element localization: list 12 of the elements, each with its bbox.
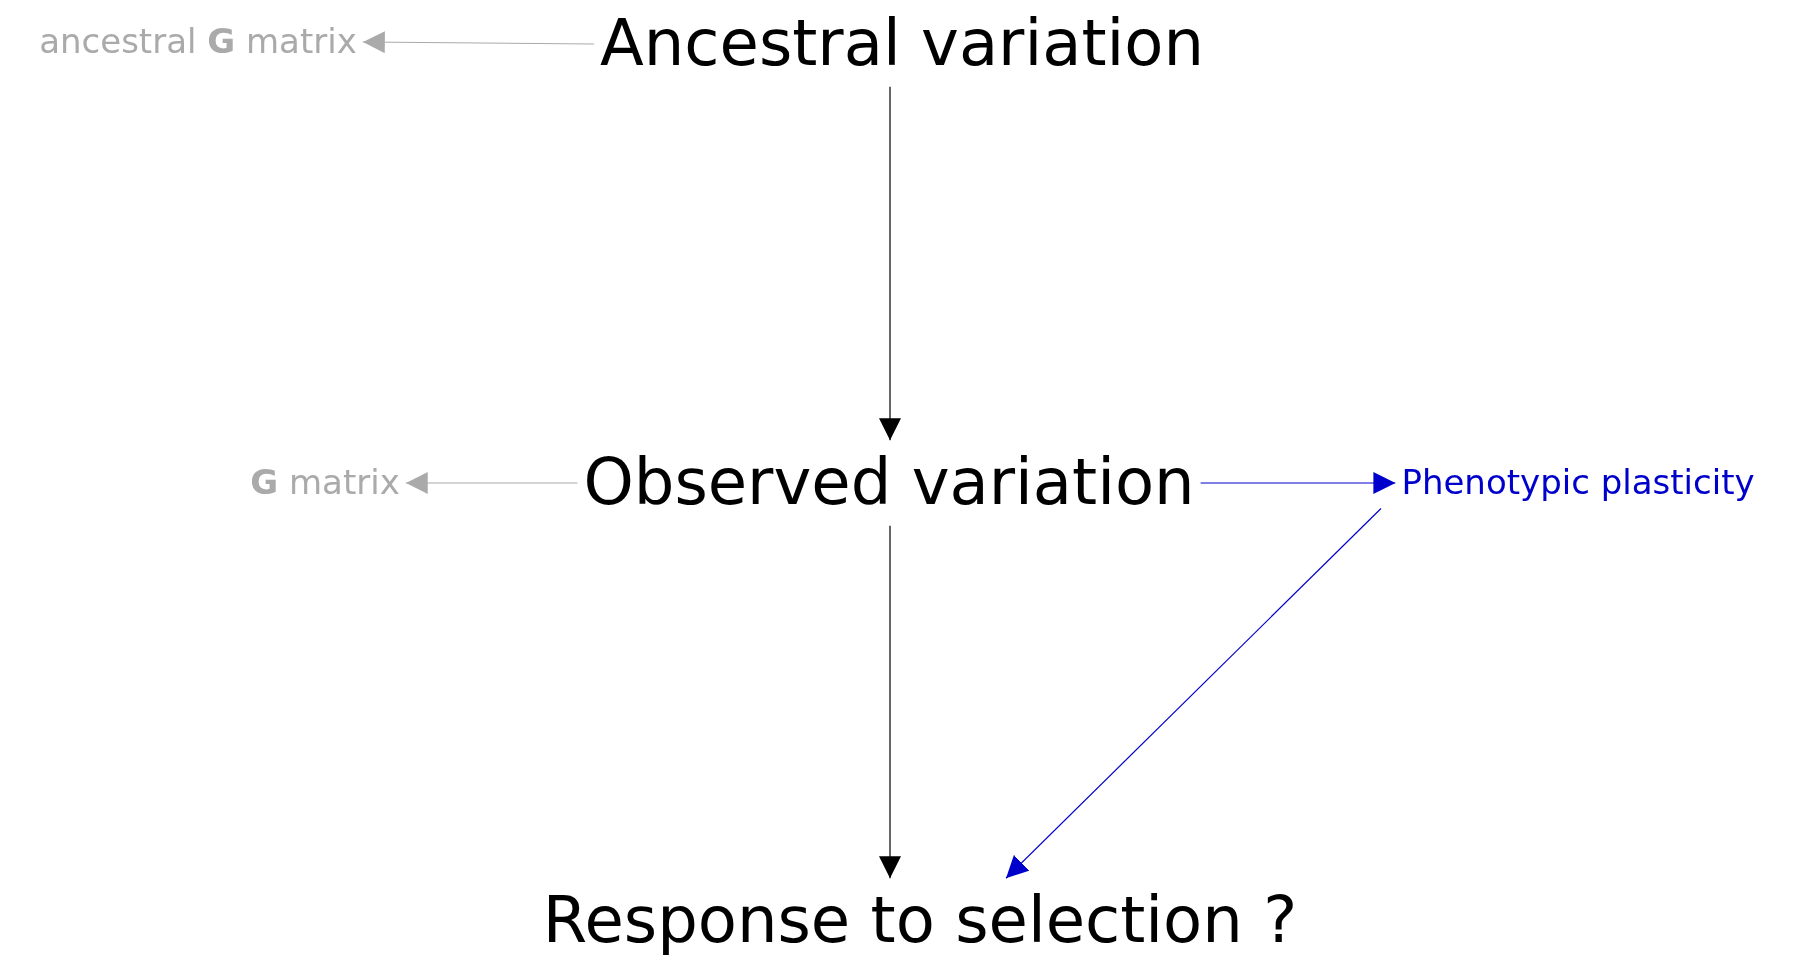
node-label: Observed variation xyxy=(583,446,1195,520)
arrow xyxy=(1200,472,1396,494)
node-label: Response to selection ? xyxy=(542,884,1298,958)
node-label: ancestral G matrix xyxy=(39,22,357,62)
node-label: Phenotypic plasticity xyxy=(1401,463,1755,503)
arrow xyxy=(879,86,901,441)
node-label: Ancestral variation xyxy=(600,7,1204,81)
arrow xyxy=(362,31,595,54)
node-label: G matrix xyxy=(250,463,400,503)
arrow xyxy=(1005,507,1382,879)
arrow xyxy=(405,472,578,494)
arrow xyxy=(879,525,901,879)
